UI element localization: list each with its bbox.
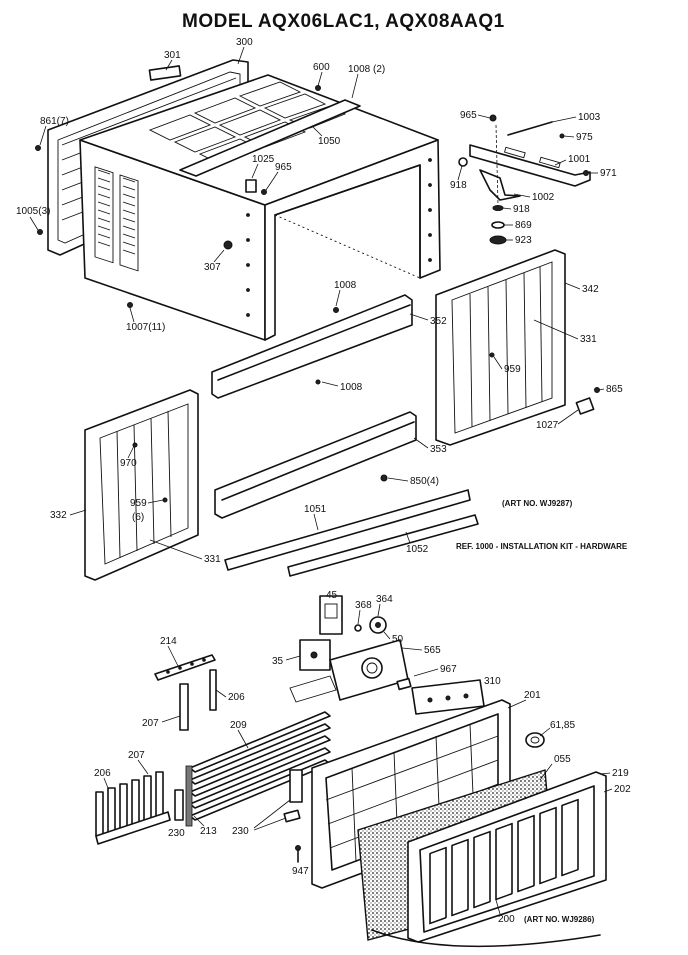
label-1008-b: 1008 xyxy=(340,382,363,393)
label-219: 219 xyxy=(612,768,629,779)
label-959-a: 959 xyxy=(504,364,521,375)
bracket-214 xyxy=(154,654,216,681)
bracket-1001 xyxy=(469,144,591,187)
label-368: 368 xyxy=(355,600,372,611)
label-959-b: 959 xyxy=(130,498,147,509)
cabinet-assembly xyxy=(35,59,441,341)
label-310: 310 xyxy=(484,676,501,687)
curtain-frame-332 xyxy=(84,389,199,581)
side-curtain-left xyxy=(84,389,199,581)
seal-strip-1052 xyxy=(287,514,479,577)
label-055: 055 xyxy=(554,754,571,765)
label-202: 202 xyxy=(614,784,631,795)
control-knob-61 xyxy=(525,732,545,748)
label-206-a: 206 xyxy=(228,692,245,703)
label-206-b: 206 xyxy=(94,768,111,779)
label-1050: 1050 xyxy=(318,136,341,147)
label-209: 209 xyxy=(230,720,247,731)
label-61-85: 61,85 xyxy=(550,720,575,731)
label-1007-11: 1007(11) xyxy=(126,322,165,333)
clip-230-left xyxy=(174,789,184,821)
label-1052: 1052 xyxy=(406,544,429,555)
seal-strip-1051 xyxy=(224,489,471,571)
label-869: 869 xyxy=(515,220,532,231)
label-850-4: 850(4) xyxy=(410,476,439,487)
label-1008-a: 1008 xyxy=(334,280,357,291)
upper-rail-352 xyxy=(211,294,413,399)
clip-206-upper xyxy=(209,669,217,711)
label-1002: 1002 xyxy=(532,192,555,203)
model-title: MODEL AQX06LAC1, AQX08AAQ1 xyxy=(182,11,505,32)
label-971: 971 xyxy=(600,168,617,179)
label-207-b: 207 xyxy=(128,750,145,761)
clip-207-upper xyxy=(179,683,189,731)
spacer-230 xyxy=(289,769,303,803)
label-207-a: 207 xyxy=(142,718,159,729)
label-965-b: 965 xyxy=(460,110,477,121)
bracket-1027 xyxy=(575,397,595,415)
label-213: 213 xyxy=(200,826,217,837)
label-230-a: 230 xyxy=(168,828,185,839)
label-201: 201 xyxy=(524,690,541,701)
label-307: 307 xyxy=(204,262,221,273)
control-assembly xyxy=(95,595,485,863)
label-342: 342 xyxy=(582,284,599,295)
label-230-b: 230 xyxy=(232,826,249,837)
label-1051: 1051 xyxy=(304,504,327,515)
label-1008-2: 1008 (2) xyxy=(348,64,385,75)
art-number-lower: (ART NO. WJ9286) xyxy=(524,915,595,924)
label-214: 214 xyxy=(160,636,177,647)
label-600: 600 xyxy=(313,62,330,73)
label-6: (6) xyxy=(132,512,144,523)
label-947: 947 xyxy=(292,866,309,877)
switch-45 xyxy=(319,595,343,635)
part-labels: 301 300 600 1008 (2) 861(7) 1050 1025 96… xyxy=(16,37,631,925)
label-35: 35 xyxy=(272,656,284,667)
label-352: 352 xyxy=(430,316,447,327)
plug-307 xyxy=(223,240,233,250)
label-50: 50 xyxy=(392,634,404,645)
label-332: 332 xyxy=(50,510,67,521)
support-bracket-assembly xyxy=(458,114,591,245)
label-975: 975 xyxy=(576,132,593,143)
art-number-upper: (ART NO. WJ9287) xyxy=(502,499,573,508)
label-300: 300 xyxy=(236,37,253,48)
label-353: 353 xyxy=(430,444,447,455)
label-918-b: 918 xyxy=(513,204,530,215)
label-1025: 1025 xyxy=(252,154,275,165)
installation-kit-note: REF. 1000 - INSTALLATION KIT - HARDWARE xyxy=(456,542,628,551)
label-967: 967 xyxy=(440,664,457,675)
side-curtain-right xyxy=(435,249,600,446)
label-331-b: 331 xyxy=(204,554,221,565)
label-1005-3: 1005(3) xyxy=(16,206,50,217)
label-364: 364 xyxy=(376,594,393,605)
label-plate xyxy=(148,65,182,81)
top-strip xyxy=(179,99,361,177)
label-861-7: 861(7) xyxy=(40,116,69,127)
label-1001: 1001 xyxy=(568,154,591,165)
label-331-a: 331 xyxy=(580,334,597,345)
label-200: 200 xyxy=(498,914,515,925)
bracket-1002 xyxy=(479,169,521,201)
label-918-a: 918 xyxy=(450,180,467,191)
label-923: 923 xyxy=(515,235,532,246)
label-970: 970 xyxy=(120,458,137,469)
label-965-a: 965 xyxy=(275,162,292,173)
label-1027: 1027 xyxy=(536,420,559,431)
evaporator-coil-209 xyxy=(189,711,331,821)
clip-1025 xyxy=(245,179,257,193)
lower-rail-353 xyxy=(214,411,417,519)
curtain-frame-342 xyxy=(435,249,566,446)
label-565: 565 xyxy=(424,645,441,656)
label-865: 865 xyxy=(606,384,623,395)
label-45: 45 xyxy=(326,590,338,601)
bolt-1003 xyxy=(507,121,553,136)
label-301: 301 xyxy=(164,50,181,61)
front-assembly xyxy=(311,699,607,948)
label-1003: 1003 xyxy=(578,112,601,123)
